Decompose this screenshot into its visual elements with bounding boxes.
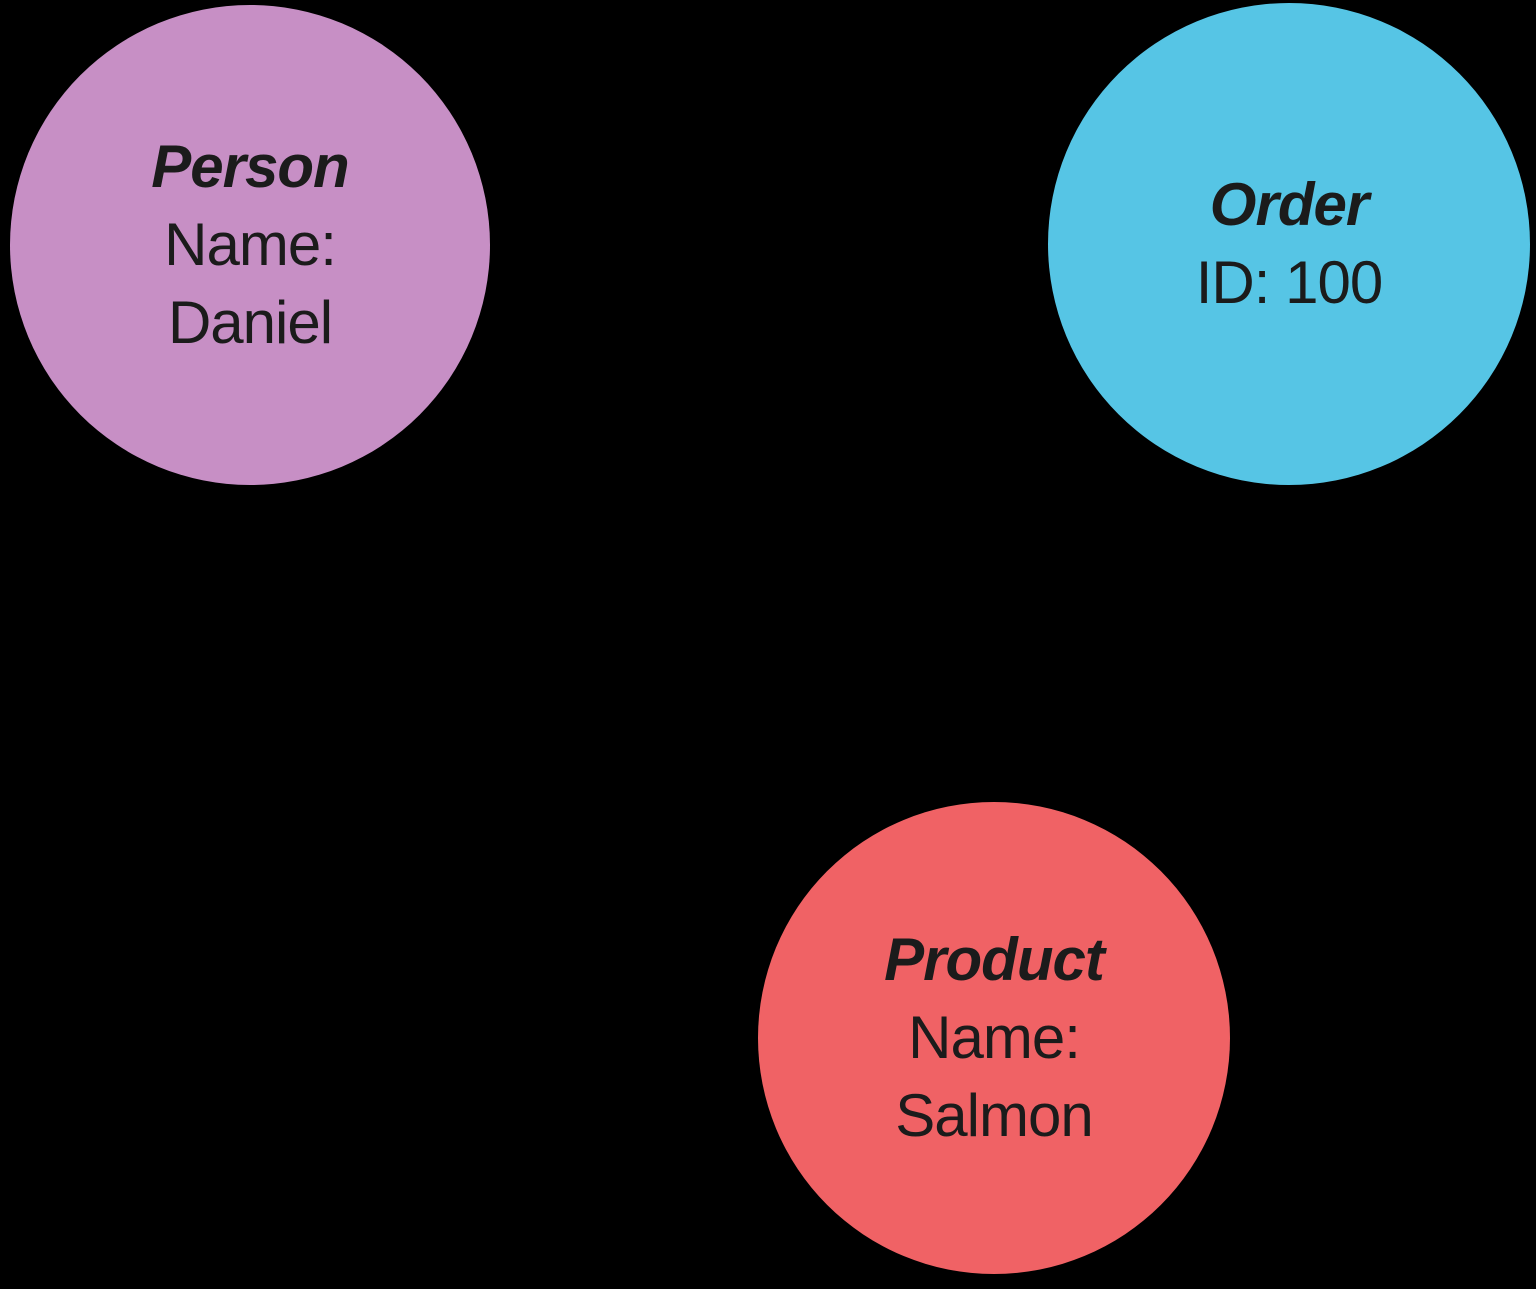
node-order: Order ID: 100 [1048, 3, 1530, 485]
node-product-property-value: Salmon [895, 1082, 1093, 1149]
node-person-property-value: Daniel [167, 289, 333, 356]
node-person-property-key: Name: [164, 211, 337, 278]
node-order-label: Order [1209, 171, 1369, 238]
node-person: Person Name: Daniel [10, 5, 490, 485]
node-product: Product Name: Salmon [758, 802, 1230, 1274]
node-product-property-key: Name: [908, 1004, 1081, 1071]
node-product-label: Product [884, 926, 1105, 993]
node-person-label: Person [151, 133, 349, 200]
node-order-property: ID: 100 [1195, 249, 1383, 316]
